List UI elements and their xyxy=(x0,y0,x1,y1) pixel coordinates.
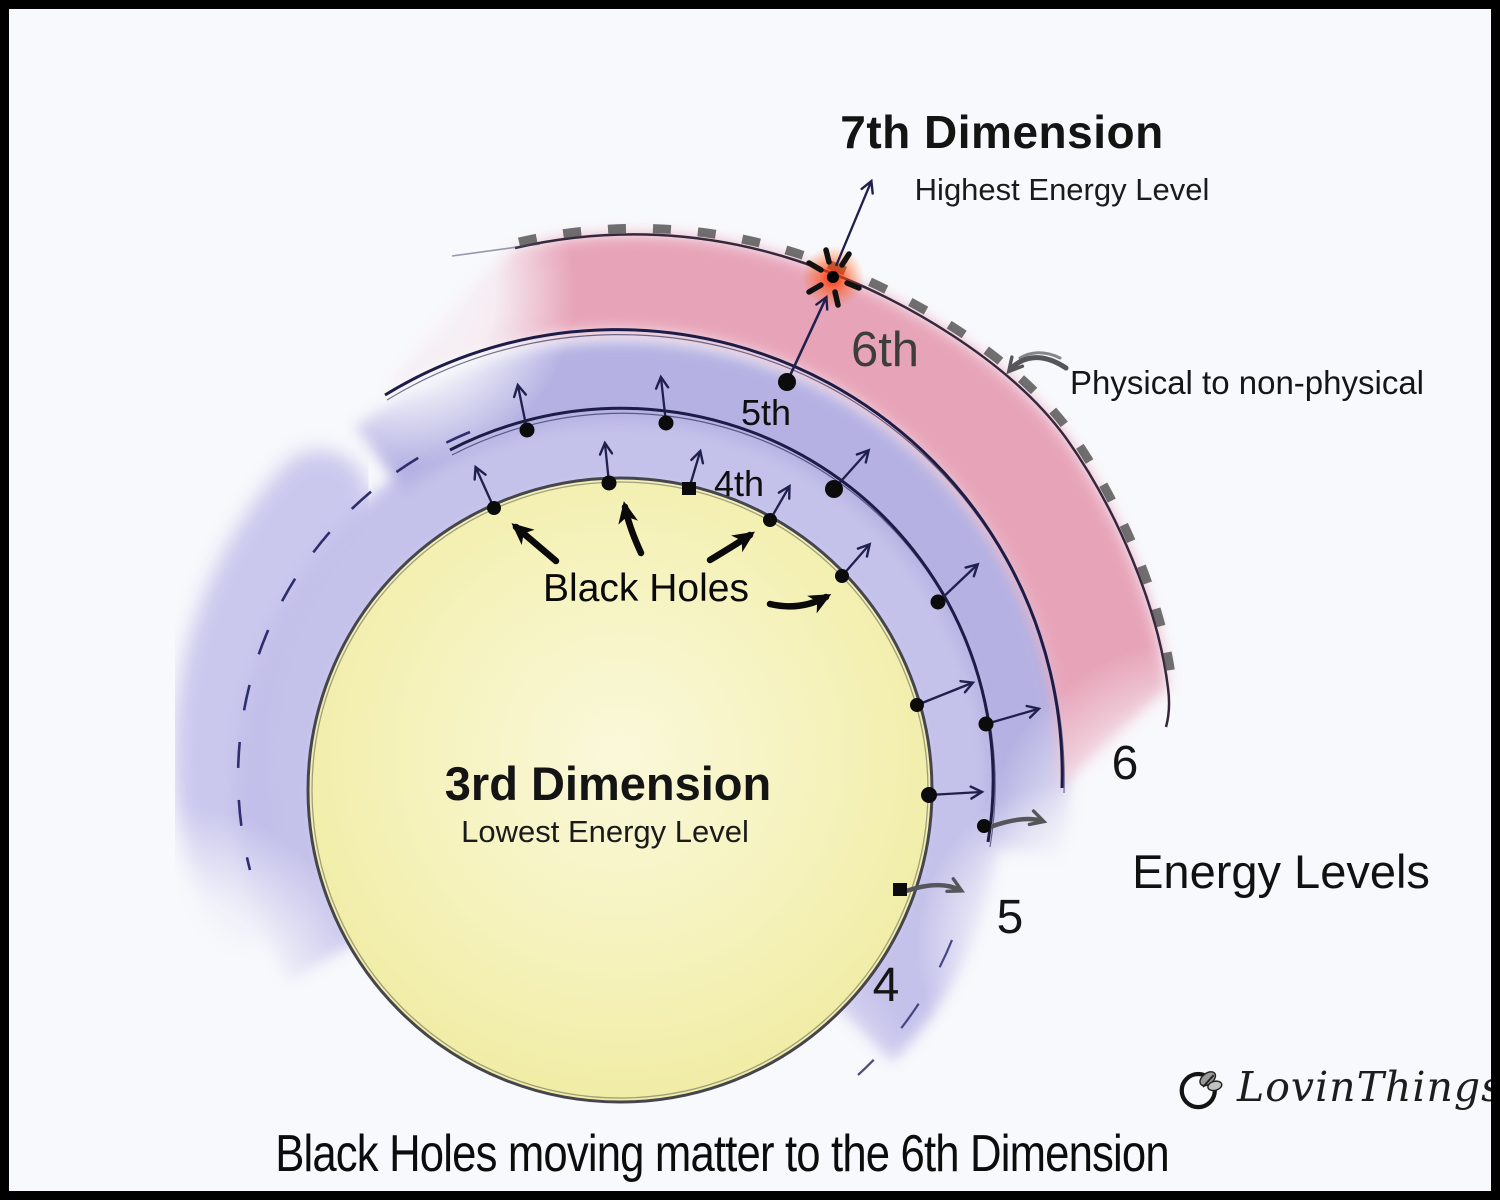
arc-4th-5th-boundary xyxy=(449,406,995,843)
band-label-5th: 5th xyxy=(740,392,792,433)
band-label-6th: 6th xyxy=(850,323,920,377)
left-dashed-arc xyxy=(236,430,471,871)
black-holes-label: Black Holes xyxy=(543,567,749,610)
physical-boundary xyxy=(451,223,1177,728)
energy-levels-label: Energy Levels xyxy=(1132,845,1430,898)
physical-annotation: Physical to non-physical xyxy=(1070,364,1425,401)
energy-level-5: 5 xyxy=(996,891,1024,944)
arrow-to-7th-dimension xyxy=(834,178,874,267)
starburst-rays xyxy=(806,247,862,308)
dim7-title: 7th Dimension xyxy=(840,106,1164,158)
dim7-subtitle: Highest Energy Level xyxy=(914,172,1210,207)
dashed-arcs xyxy=(236,430,954,1076)
logo-text: LovinThings xyxy=(1237,1063,1500,1111)
dim3-title: 3rd Dimension xyxy=(444,757,772,810)
energy-level-arcs xyxy=(384,328,1065,848)
boundary-dashes xyxy=(517,223,1177,683)
butterfly-circle-icon xyxy=(1179,1071,1223,1110)
black-hole-dots xyxy=(487,373,994,896)
band-6th-wash xyxy=(385,234,1168,789)
band-4th-wash xyxy=(234,404,1005,1062)
black-holes-pointers xyxy=(511,501,832,614)
energy-level-4: 4 xyxy=(872,959,900,1012)
bottom-right-dashed-arc xyxy=(857,939,954,1076)
band-label-4th: 4th xyxy=(713,463,765,504)
caption: Black Holes moving matter to the 6th Dim… xyxy=(275,1125,1169,1183)
boundary-line xyxy=(514,233,1171,728)
gray-arrows xyxy=(903,351,1069,894)
starburst xyxy=(802,246,864,308)
logo: LovinThings xyxy=(1177,1061,1500,1113)
physical-pointer-arrow xyxy=(1006,355,1069,375)
dim3-subtitle: Lowest Energy Level xyxy=(461,814,749,849)
energy-level-6: 6 xyxy=(1111,737,1139,790)
